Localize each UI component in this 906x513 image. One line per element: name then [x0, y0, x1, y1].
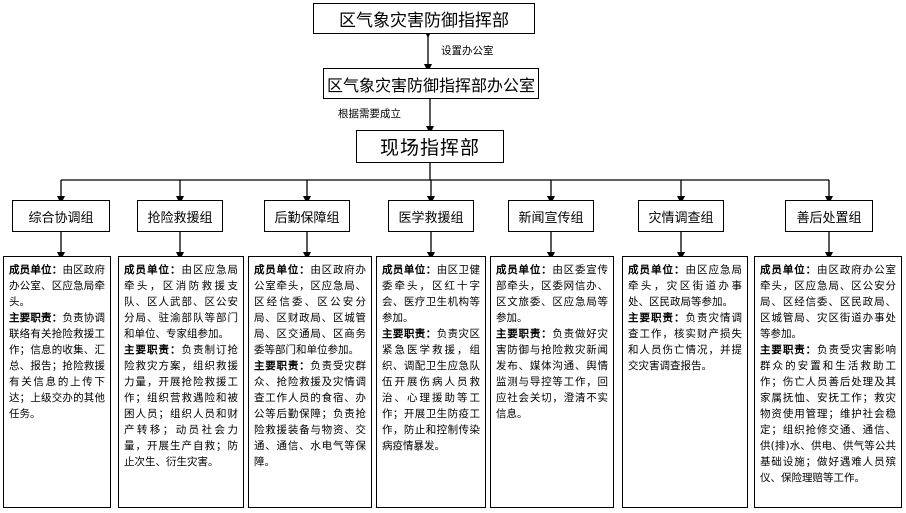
duties-label: 主要职责： [254, 360, 311, 372]
group-box-coordination: 综合协调组 [12, 200, 110, 232]
duties-text: 负责做好灾害防御与抢险救灾新闻发布、媒体沟通、舆情监测与导控等工作，回应社会关切… [496, 328, 609, 420]
group-desc-publicity: 成员单位：由区委宣传部牵头，区委网信办、区文旅委、区应急局等参加。 主要职责：负… [490, 256, 614, 508]
group-box-rescue: 抢险救援组 [137, 200, 223, 232]
duties-text: 负责制订抢险救灾方案，组织救援力量，开展抢险救援工作；组织营救遇险和被困人员；组… [124, 344, 238, 468]
members-label: 成员单位： [628, 264, 686, 276]
members-label: 成员单位： [760, 264, 818, 276]
group-desc-logistics: 成员单位：由区政府办公室牵头，区应急局、区经信委、区公安分局、区财政局、区城管局… [248, 256, 372, 508]
group-name: 医学救援组 [398, 210, 464, 226]
basis-label: 根据需要成立 [338, 108, 401, 120]
office-box: 区气象灾害防御指挥部办公室 [323, 68, 539, 99]
members-text: 由区政府办公室牵头，区应急局、区经信委、区公安分局、区财政局、区城管局、区交通局… [254, 264, 367, 356]
group-name: 善后处置组 [796, 210, 862, 226]
group-desc-aftermath: 成员单位：由区政府办公室牵头，区应急局、区公安分局、区经信委、区民政局、区城管局… [754, 256, 902, 508]
group-box-investigation: 灾情调查组 [638, 200, 724, 232]
field-command-title: 现场指挥部 [379, 137, 480, 159]
duties-text: 负责协调联络有关抢险救援工作；信息的收集、汇总、报告；抢险救援有关信息的上传下达… [9, 312, 105, 420]
members-text: 由区应急局牵头，区消防救援支队、区人武部、区公安分局、驻渝部队等部门和单位、专家… [124, 264, 238, 340]
members-label: 成员单位： [9, 264, 63, 276]
group-name: 综合协调组 [28, 210, 94, 226]
members-text: 由区卫健委牵头，区红十字会、医疗卫生机构等参加。 [382, 264, 480, 324]
members-text: 由区应急局牵头，灾区街道办事处、区民政局等参加。 [628, 264, 742, 308]
duties-label: 主要职责： [124, 344, 182, 356]
duties-text: 负责受灾害影响群众的安置和生活救助工作；伤亡人员善后处理及其家属抚恤、安抚工作；… [760, 344, 897, 484]
members-text: 由区政府办公室牵头，区应急局、区公安分局、区经信委、区民政局、区城管局、灾区街道… [760, 264, 897, 340]
members-label: 成员单位： [382, 264, 437, 276]
members-label: 成员单位： [496, 264, 553, 276]
group-connectors [57, 180, 833, 260]
duties-text: 负责受灾群众、抢险救援及灾情调查工作人员的食宿、办公等后勤保障；负责抢险救援装备… [254, 360, 367, 468]
group-desc-rescue: 成员单位：由区应急局牵头，区消防救援支队、区人武部、区公安分局、驻渝部队等部门和… [118, 256, 244, 508]
duties-label: 主要职责： [496, 328, 553, 340]
group-desc-investigation: 成员单位：由区应急局牵头，灾区街道办事处、区民政局等参加。 主要职责：负责灾情调… [622, 256, 748, 508]
group-name: 新闻宣传组 [518, 210, 584, 226]
group-name: 后勤保障组 [274, 210, 340, 226]
group-name: 抢险救援组 [147, 210, 213, 226]
top-command-title: 区气象灾害防御指挥部 [339, 11, 509, 31]
group-desc-medical: 成员单位：由区卫健委牵头，区红十字会、医疗卫生机构等参加。 主要职责：负责灾区紧… [376, 256, 486, 508]
members-label: 成员单位： [124, 264, 182, 276]
duties-label: 主要职责： [382, 328, 437, 340]
duties-label: 主要职责： [760, 344, 818, 356]
group-desc-coordination: 成员单位：由区政府办公室、区应急局牵头。 主要职责：负责协调联络有关抢险救援工作… [3, 256, 111, 508]
group-box-aftermath: 善后处置组 [785, 200, 873, 232]
group-box-publicity: 新闻宣传组 [508, 200, 594, 232]
office-title: 区气象灾害防御指挥部办公室 [326, 75, 535, 95]
duties-label: 主要职责： [628, 312, 686, 324]
top-command-box: 区气象灾害防御指挥部 [313, 3, 535, 34]
group-box-logistics: 后勤保障组 [264, 200, 350, 232]
members-text: 由区委宣传部牵头，区委网信办、区文旅委、区应急局等参加。 [496, 264, 609, 324]
members-text: 由区政府办公室、区应急局牵头。 [9, 264, 105, 308]
group-name: 灾情调查组 [648, 210, 714, 226]
members-label: 成员单位： [254, 264, 311, 276]
setup-office-label: 设置办公室 [441, 45, 494, 57]
field-command-box: 现场指挥部 [356, 130, 504, 163]
duties-label: 主要职责： [9, 312, 63, 324]
duties-text: 负责灾区紧急医学救援，组织、调配卫生应急队伍开展伤病人员救治、心理援助等工作；开… [382, 328, 480, 452]
duties-text: 负责灾情调查工作，核实财产损失和人员伤亡情况，并提交灾害调查报告。 [628, 312, 742, 372]
group-box-medical: 医学救援组 [388, 200, 474, 232]
